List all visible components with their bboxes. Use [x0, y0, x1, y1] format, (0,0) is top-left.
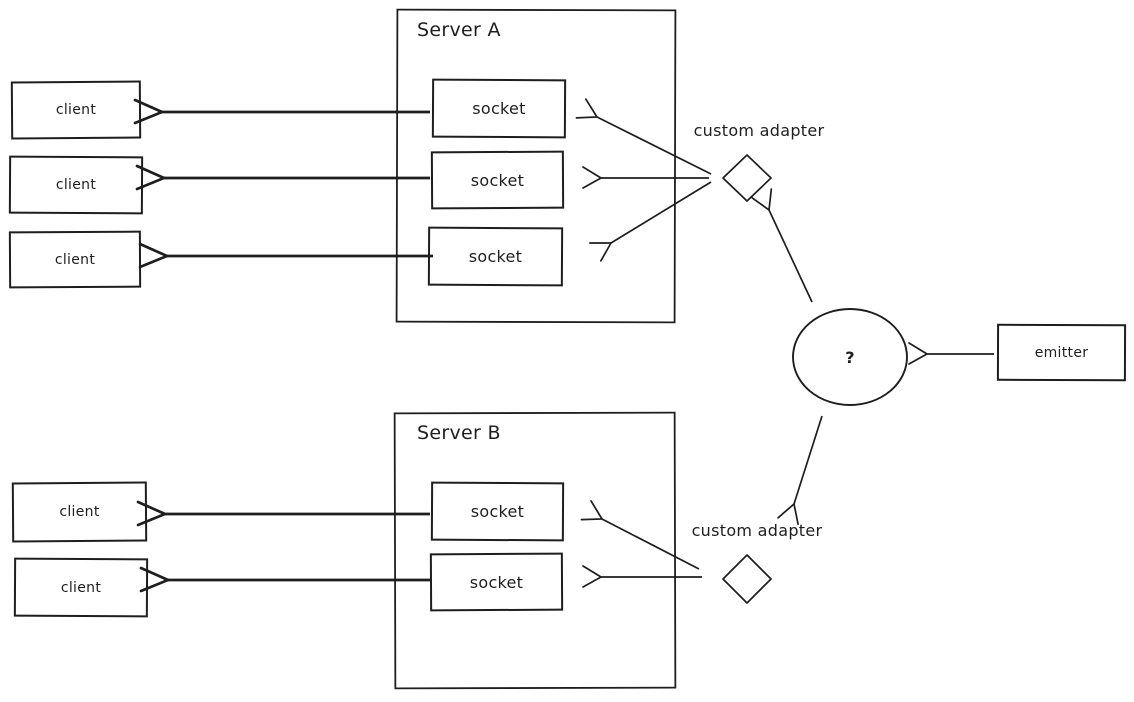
arrow-adapter-to-socket	[580, 500, 700, 570]
arrow-adapter-to-socket	[575, 98, 712, 175]
server-a-title: Server A	[417, 19, 501, 41]
emitter-label: emitter	[1034, 344, 1089, 361]
arrow-hub-to-adapter	[751, 188, 813, 303]
arrow-adapter-to-socket	[589, 181, 712, 262]
socket-label: socket	[472, 99, 526, 118]
client-label: client	[55, 177, 97, 193]
server-b-box	[393, 411, 677, 690]
socket-box	[430, 150, 565, 210]
socket-box	[429, 552, 564, 612]
socket-label: socket	[468, 247, 523, 266]
socket-box	[430, 481, 565, 542]
adapter-diamond	[722, 554, 772, 604]
client-label: client	[55, 102, 97, 118]
socket-label: socket	[469, 572, 524, 592]
client-label: client	[59, 504, 100, 520]
adapter-diamond	[722, 154, 772, 202]
custom-adapter-label: custom adapter	[691, 520, 823, 540]
custom-adapter-label: custom adapter	[693, 120, 825, 140]
server-b-title: Server B	[417, 422, 501, 444]
hub-circle	[792, 308, 908, 406]
arrow-hub-to-adapter	[777, 415, 823, 526]
socket-label: socket	[470, 170, 525, 190]
socket-box	[431, 78, 567, 139]
hub-question-label: ?	[845, 347, 855, 367]
server-a-box	[395, 8, 677, 324]
client-label: client	[54, 251, 96, 268]
socket-label: socket	[470, 502, 525, 521]
client-label: client	[60, 579, 102, 596]
emitter-box	[996, 323, 1127, 382]
